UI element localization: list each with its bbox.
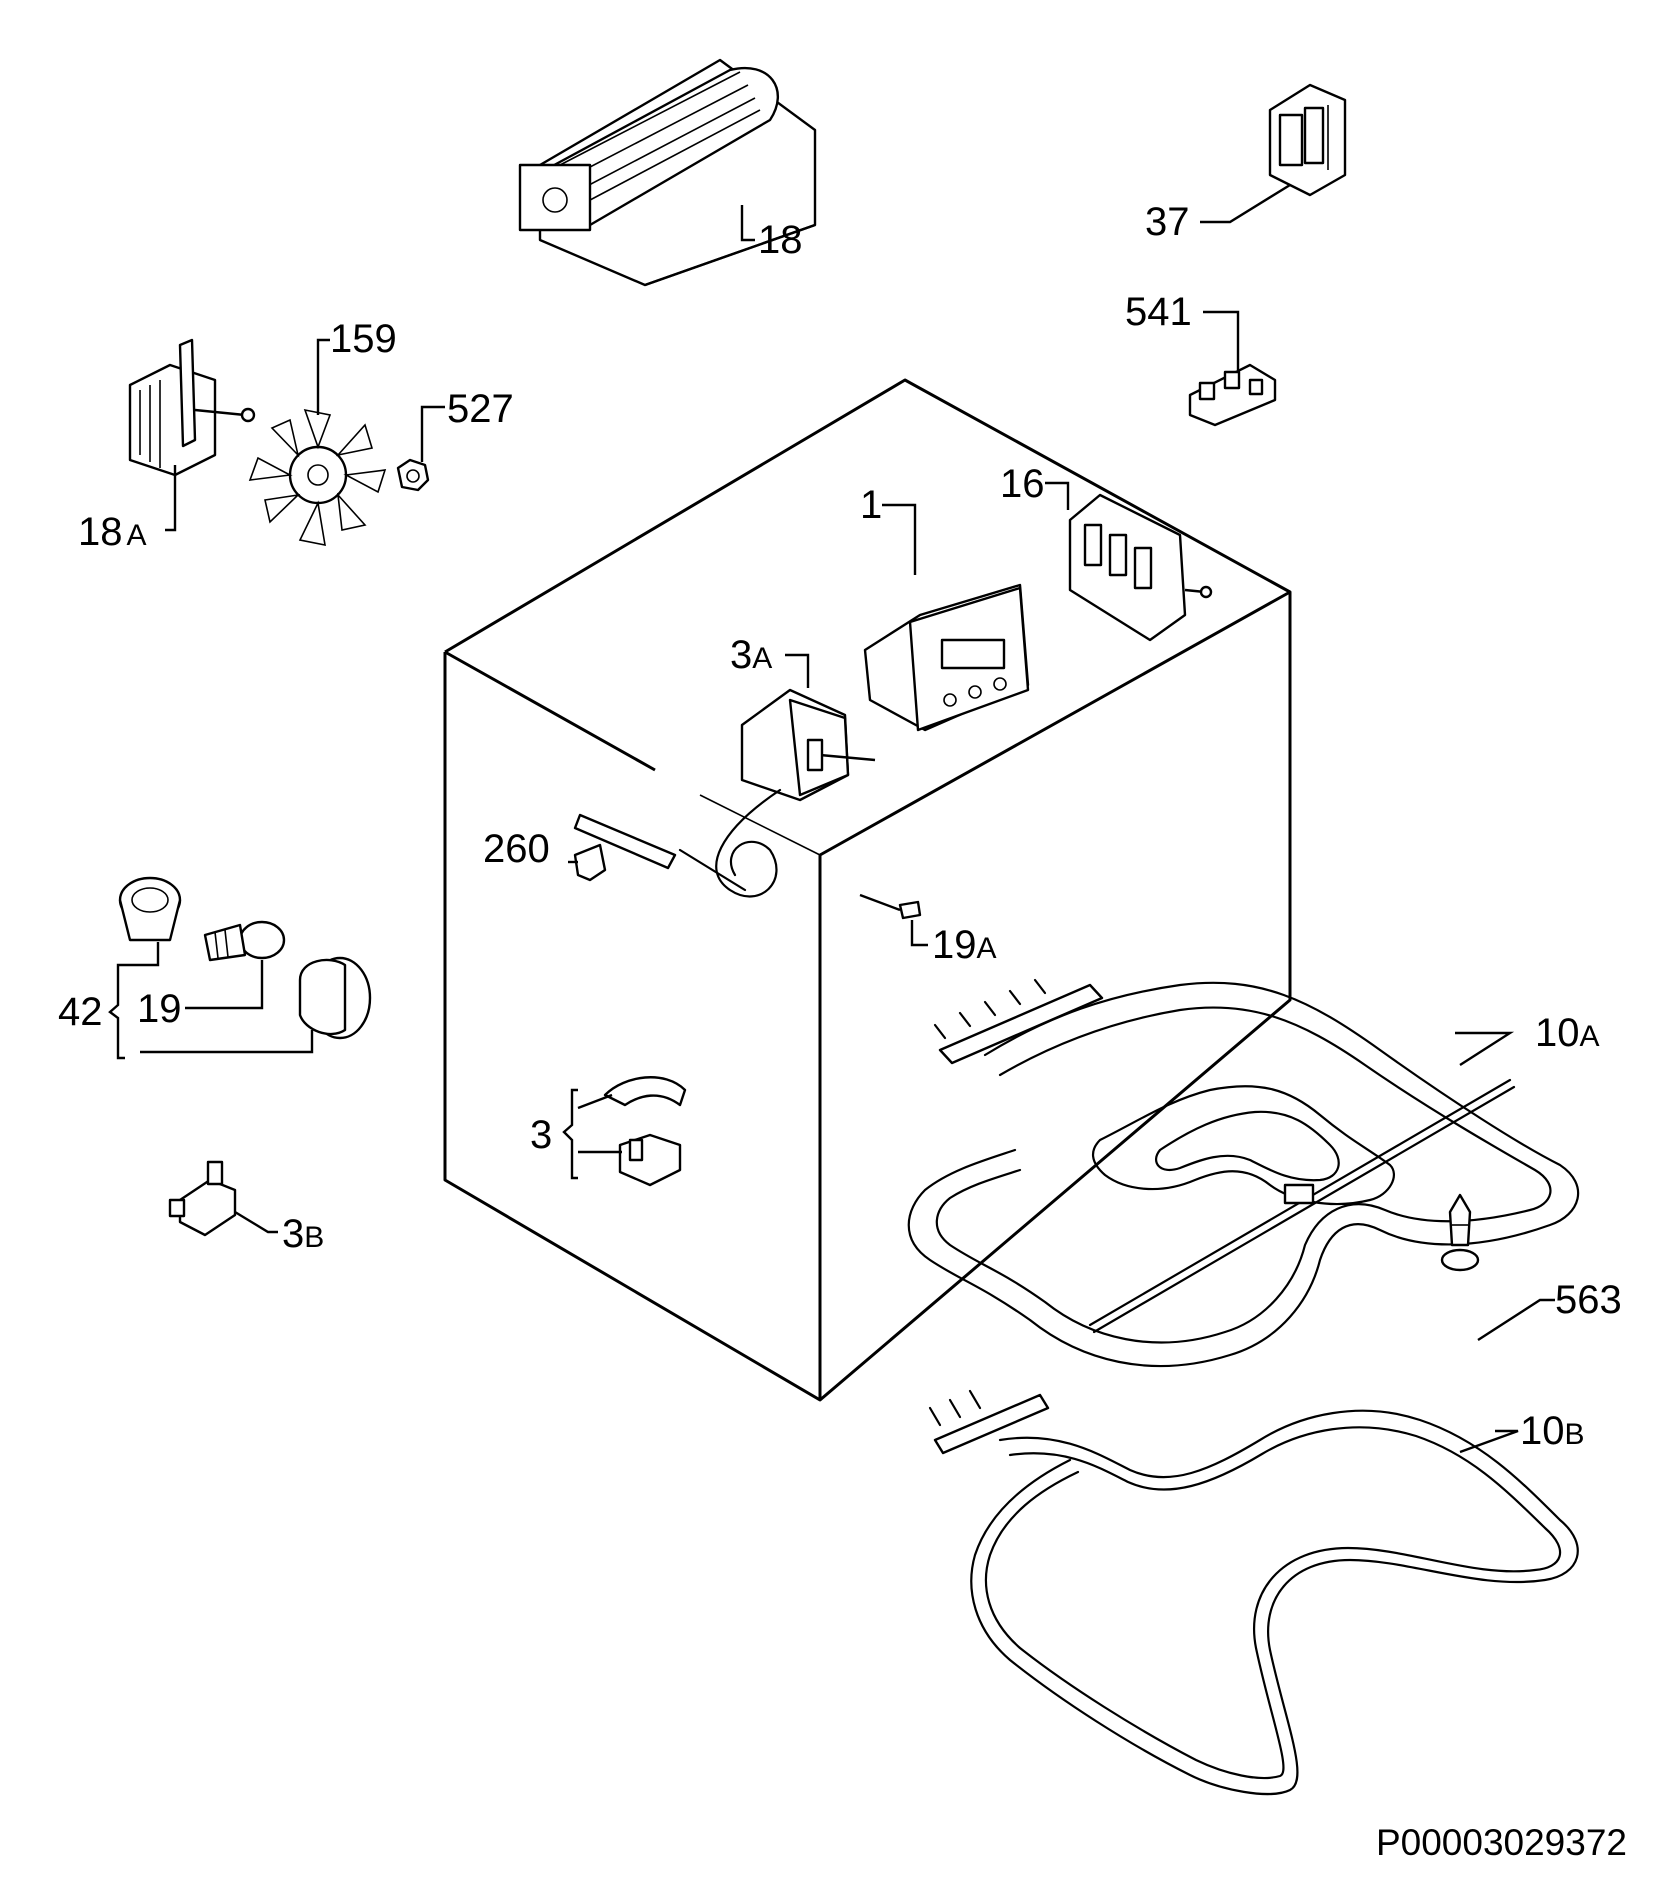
leader-16 [1045, 481, 1070, 510]
callout-3: 3 [530, 1113, 552, 1157]
leader-3b [234, 1210, 278, 1234]
bracket-42 [108, 963, 125, 1060]
callout-10b: 10B [1520, 1409, 1585, 1453]
oven-cavity-box [443, 378, 1292, 1402]
leader-19 [185, 960, 264, 1010]
leader-563 [1477, 1298, 1555, 1342]
leader-42-holder [125, 942, 160, 967]
callout-563: 563 [1555, 1278, 1622, 1322]
leader-42-cover [140, 1030, 314, 1054]
part-37-switch [1268, 83, 1347, 197]
part-42-lamp-holder [118, 876, 182, 942]
leader-1 [882, 503, 917, 575]
callout-3b: 3B [282, 1212, 324, 1256]
leader-3a [785, 653, 810, 688]
callout-527: 527 [447, 387, 514, 431]
leader-3-top [577, 1093, 613, 1110]
leader-10a [1455, 1031, 1515, 1067]
drawing-code: P00003029372 [1376, 1822, 1627, 1863]
leader-10b [1459, 1429, 1519, 1454]
callout-37: 37 [1145, 200, 1190, 244]
bracket-3 [562, 1088, 578, 1180]
leader-527 [420, 405, 445, 462]
part-563-grommet [1440, 1193, 1480, 1272]
leader-541 [1203, 310, 1240, 370]
leader-159 [316, 338, 330, 415]
part-527-nut [396, 458, 430, 492]
callout-19a: 19A [932, 923, 997, 967]
callout-159: 159 [330, 317, 397, 361]
part-260-clip [573, 843, 607, 882]
part-lamp-cover [298, 956, 372, 1040]
part-16-selector-switch [1068, 493, 1213, 642]
callout-3a: 3A [730, 633, 772, 677]
part-19-lamp-bulb [203, 920, 286, 962]
part-18-cooling-fan [518, 58, 817, 287]
part-10b-bottom-element [928, 1389, 1579, 1796]
leader-19a [910, 920, 928, 947]
part-541-terminal-block [1188, 363, 1277, 427]
part-18a-fan-motor [128, 338, 256, 477]
callout-16: 16 [1000, 462, 1045, 506]
part-10a-grill-element [907, 978, 1580, 1368]
callout-18: 18 [758, 218, 803, 262]
callout-10a: 10A [1535, 1011, 1600, 1055]
leader-18 [740, 205, 755, 242]
part-3-clips [603, 1076, 687, 1187]
callout-42: 42 [58, 990, 103, 1034]
callout-541: 541 [1125, 290, 1192, 334]
callout-1: 1 [860, 483, 882, 527]
leader-37 [1200, 183, 1291, 224]
part-3b-safety-thermostat [168, 1160, 237, 1237]
callout-260: 260 [483, 827, 550, 871]
part-1-electronic-timer [863, 583, 1030, 732]
part-159-fan-blade [248, 408, 387, 547]
leader-18a [165, 465, 177, 532]
part-19a-probe-socket [859, 893, 922, 920]
part-3a-thermostat [573, 688, 876, 898]
callout-19: 19 [137, 987, 182, 1031]
